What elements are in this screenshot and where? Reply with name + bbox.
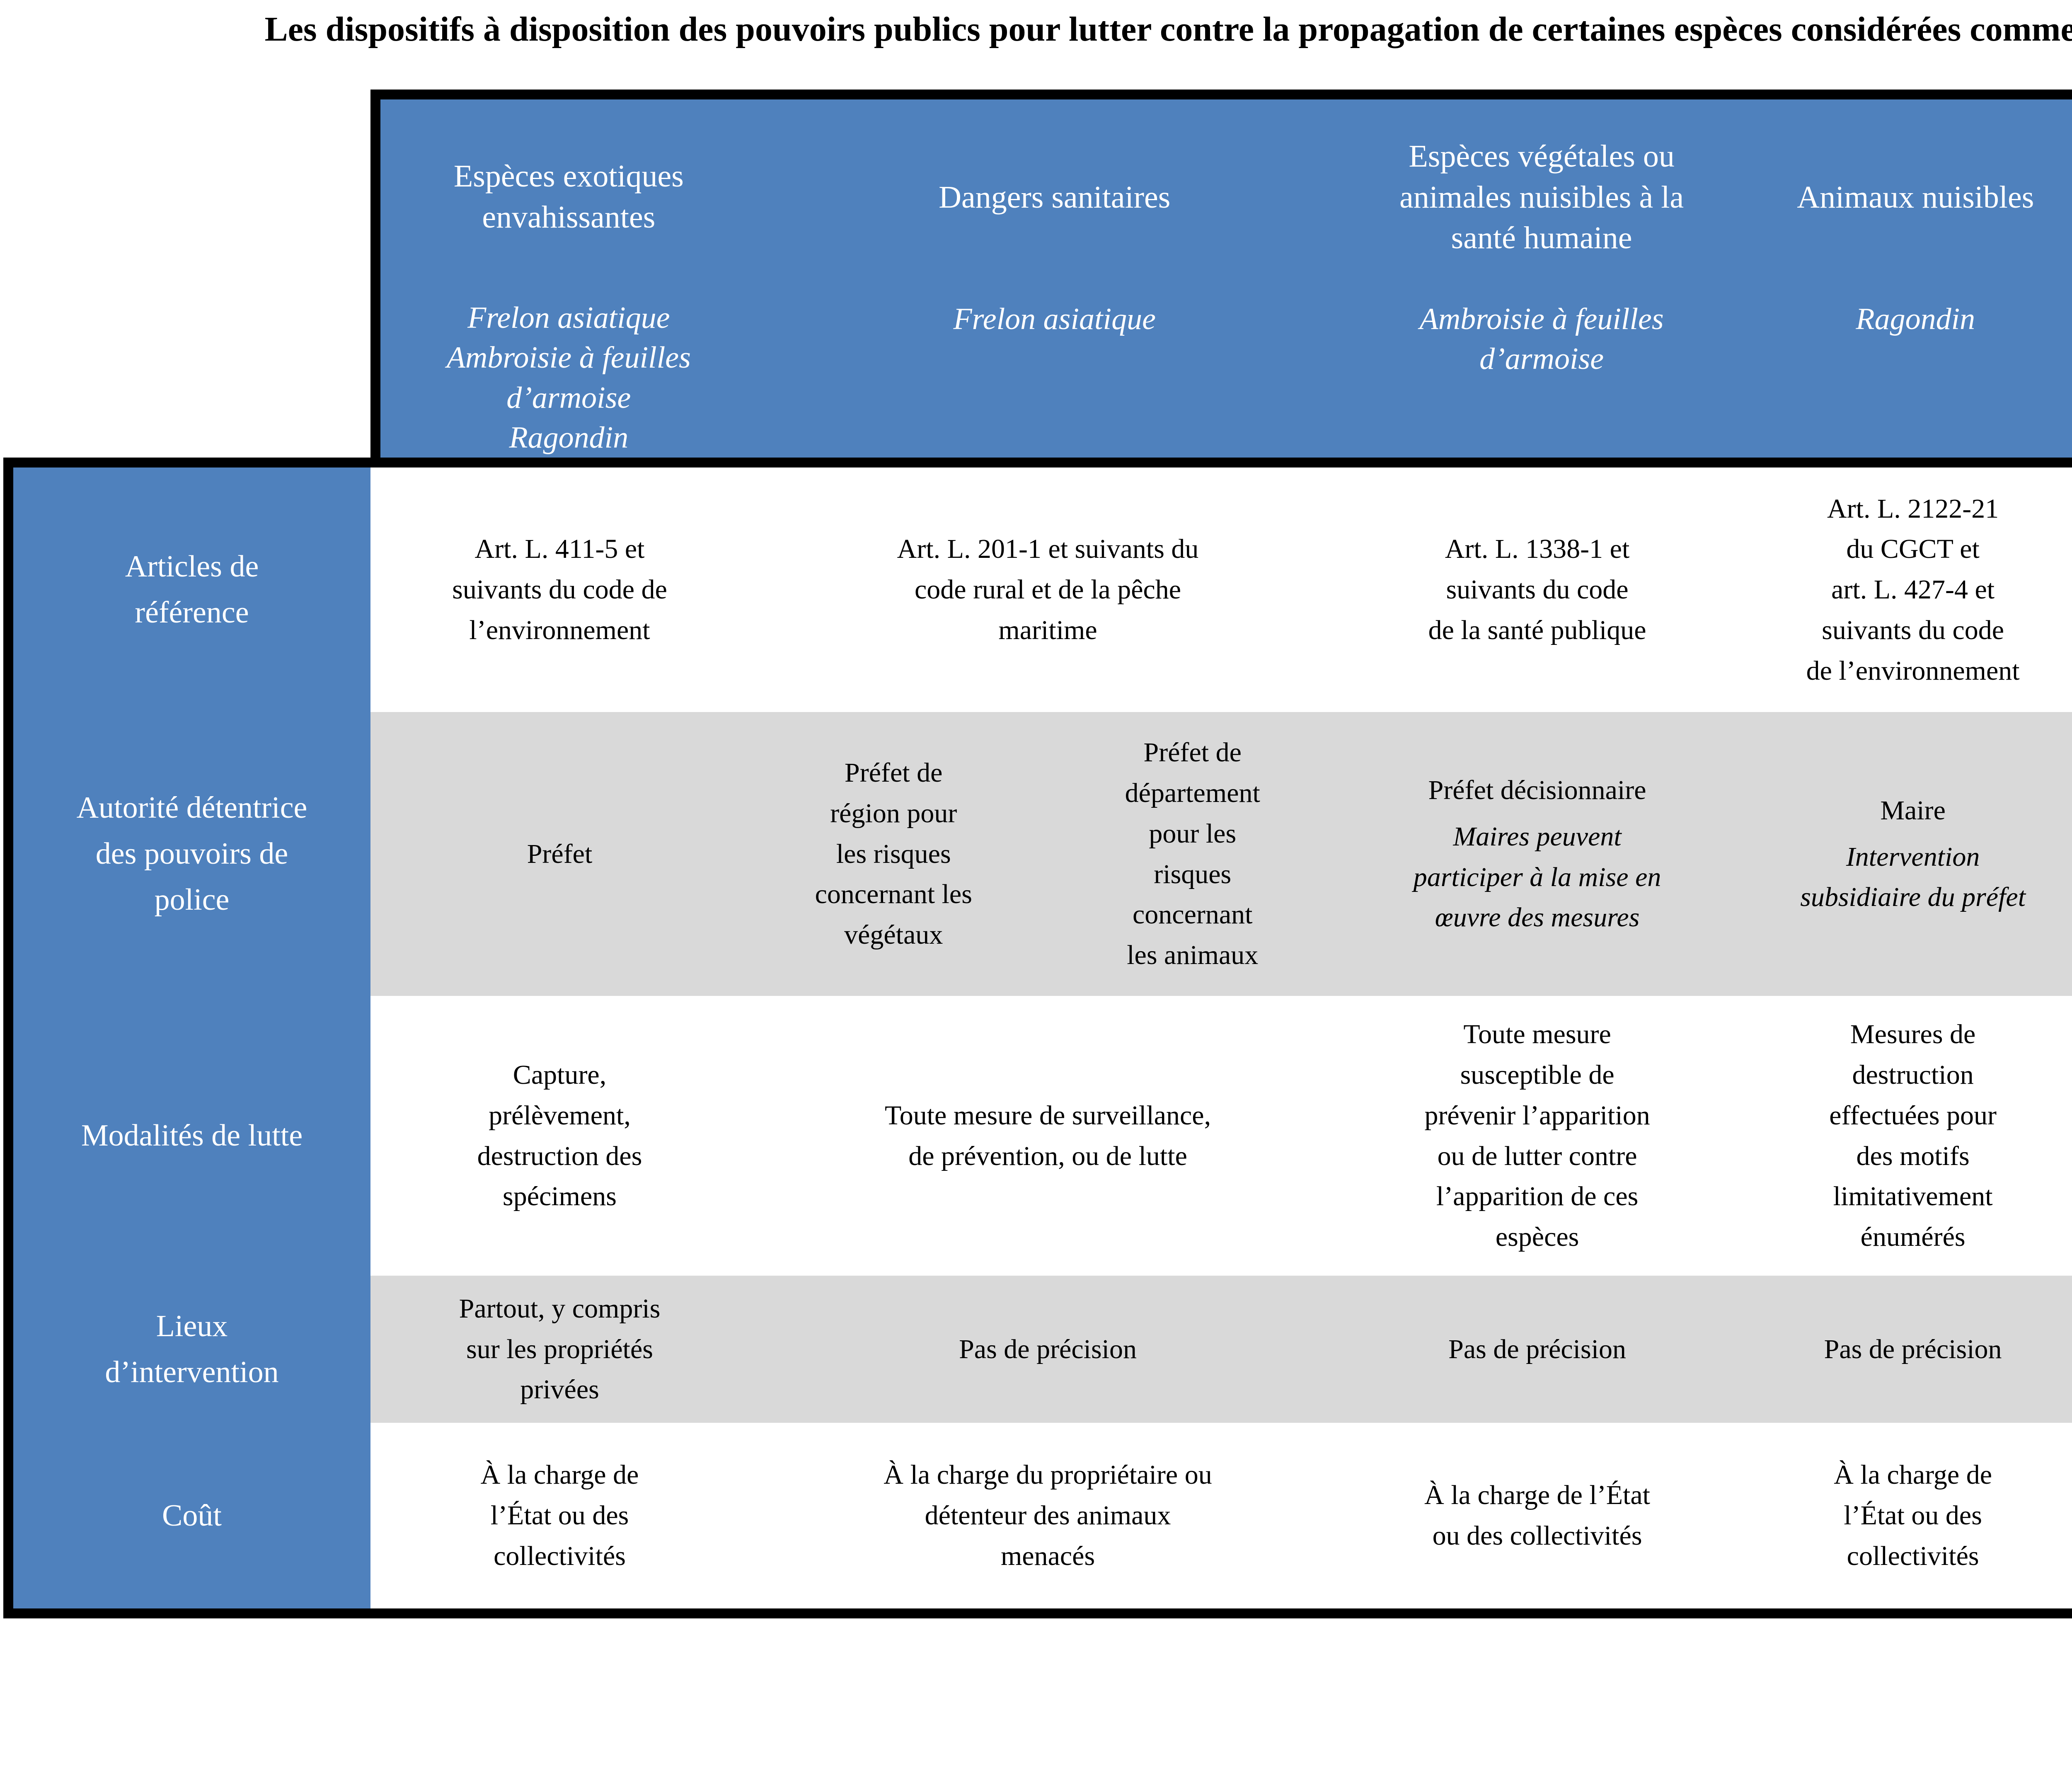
header-cell-especes-vegetales: Espèces végétales ou animales nuisibles … (1352, 99, 1731, 458)
header-column-label: Animaux nuisibles (1797, 179, 2034, 215)
cell-text: Préfet de région pour les risques concer… (815, 758, 972, 950)
row-label-articles: Articles de référence (125, 550, 259, 630)
cell-note: Maires peuvent participer à la mise en œ… (1413, 821, 1661, 933)
cell-text: Art. L. 1338-1 et suivants du code de la… (1428, 534, 1646, 645)
cell-text: Pas de précision (1448, 1334, 1627, 1364)
species-control-table: Espèces exotiques envahissantes Frelon a… (3, 90, 2072, 1618)
table-cell: Pas de précision (1728, 1276, 2072, 1423)
table-cell: Pas de précision (749, 1276, 1347, 1423)
table-cell: Capture, prélèvement, destruction des sp… (370, 996, 749, 1276)
table-cell: À la charge de l’État ou des collectivit… (1347, 1423, 1728, 1608)
header-cell-especes-exotiques: Espèces exotiques envahissantes Frelon a… (380, 99, 757, 458)
table-cell: À la charge du propriétaire ou détenteur… (749, 1423, 1347, 1608)
header-cell-animaux-nuisibles: Animaux nuisibles Ragondin (1731, 99, 2072, 458)
table-cell: Partout, y compris sur les propriétés pr… (370, 1276, 749, 1423)
cell-text: Mesures de destruction effectuées pour d… (1829, 1019, 1997, 1252)
page-title: Les dispositifs à disposition des pouvoi… (264, 10, 2072, 48)
cell-text: Capture, prélèvement, destruction des sp… (477, 1060, 642, 1212)
cell-text: Art. L. 201-1 et suivants du code rural … (897, 534, 1199, 645)
cell-text: Partout, y compris sur les propriétés pr… (459, 1293, 661, 1405)
cell-text: Maire (1880, 795, 1946, 826)
row-modalites-de-lutte: Capture, prélèvement, destruction des sp… (370, 996, 2072, 1276)
cell-text: Préfet de département pour les risques c… (1125, 737, 1260, 970)
table-subcell: Préfet de région pour les risques concer… (749, 753, 1038, 955)
table-cell: À la charge de l’État ou des collectivit… (1728, 1423, 2072, 1608)
body-rows: Art. L. 411-5 et suivants du code de l’e… (370, 467, 2072, 1608)
header-column-label: Espèces exotiques envahissantes (453, 158, 684, 235)
table-cell: Art. L. 411-5 et suivants du code de l’e… (370, 467, 749, 712)
row-label-cout: Coût (162, 1498, 222, 1533)
table-cell: Mesures de destruction effectuées pour d… (1728, 996, 2072, 1276)
table-header: Espèces exotiques envahissantes Frelon a… (370, 90, 2072, 458)
cell-text: Préfet décisionnaire (1428, 775, 1646, 806)
table-body: Articles de référence Autorité détentric… (3, 458, 2072, 1618)
table-cell: Pas de précision (1347, 1276, 1728, 1423)
cell-text: À la charge de l’État ou des collectivit… (1834, 1460, 1992, 1571)
cell-note: Intervention subsidiaire du préfet (1800, 841, 2026, 913)
cell-text: Pas de précision (1824, 1334, 2002, 1364)
row-autorite-police: Préfet Préfet de région pour les risques… (370, 712, 2072, 996)
header-species-examples: Ambroisie à feuilles d’armoise (1419, 302, 1664, 376)
row-label-autorite: Autorité détentrice des pouvoirs de poli… (76, 791, 307, 917)
table-cell: Toute mesure de surveillance, de prévent… (749, 996, 1347, 1276)
cell-text: À la charge du propriétaire ou détenteur… (884, 1460, 1212, 1571)
cell-text: Art. L. 411-5 et suivants du code de l’e… (452, 534, 667, 645)
table-subcell: Préfet de département pour les risques c… (1038, 732, 1347, 975)
cell-text: Toute mesure de surveillance, de prévent… (885, 1100, 1211, 1171)
header-column-label: Espèces végétales ou animales nuisibles … (1399, 138, 1684, 256)
header-species-examples: Frelon asiatique (953, 302, 1156, 336)
row-label-modalites: Modalités de lutte (81, 1119, 303, 1153)
table-cell: À la charge de l’État ou des collectivit… (370, 1423, 749, 1608)
cell-text: Toute mesure susceptible de prévenir l’a… (1424, 1019, 1650, 1252)
header-species-examples: Frelon asiatique Ambroisie à feuilles d’… (446, 301, 691, 455)
table-cell: Toute mesure susceptible de prévenir l’a… (1347, 996, 1728, 1276)
table-cell: Préfet (370, 712, 749, 996)
table-cell: Art. L. 201-1 et suivants du code rural … (749, 467, 1347, 712)
table-cell-split: Préfet de région pour les risques concer… (749, 712, 1347, 996)
table-cell: Art. L. 1338-1 et suivants du code de la… (1347, 467, 1728, 712)
header-column-label: Dangers sanitaires (939, 179, 1171, 215)
header-cell-dangers-sanitaires: Dangers sanitaires Frelon asiatique (757, 99, 1352, 458)
table-cell: Maire Intervention subsidiaire du préfet (1728, 712, 2072, 996)
row-label-lieux: Lieux d’intervention (105, 1309, 279, 1389)
cell-text: Préfet (527, 838, 593, 869)
cell-text: À la charge de l’État ou des collectivit… (1424, 1480, 1651, 1551)
table-cell: Art. L. 2122-21 du CGCT et art. L. 427-4… (1728, 467, 2072, 712)
cell-text: Art. L. 2122-21 du CGCT et art. L. 427-4… (1806, 493, 2020, 686)
source-note: Source : commission des lois (0, 1657, 2072, 1689)
row-cout: À la charge de l’État ou des collectivit… (370, 1423, 2072, 1608)
row-lieux-intervention: Partout, y compris sur les propriétés pr… (370, 1276, 2072, 1423)
header-species-examples: Ragondin (1856, 302, 1975, 336)
table-cell: Préfet décisionnaire Maires peuvent part… (1347, 712, 1728, 996)
cell-text: À la charge de l’État ou des collectivit… (480, 1460, 639, 1571)
row-articles-de-reference: Art. L. 411-5 et suivants du code de l’e… (370, 467, 2072, 712)
row-label-column: Articles de référence Autorité détentric… (13, 467, 370, 1608)
cell-text: Pas de précision (959, 1334, 1137, 1364)
